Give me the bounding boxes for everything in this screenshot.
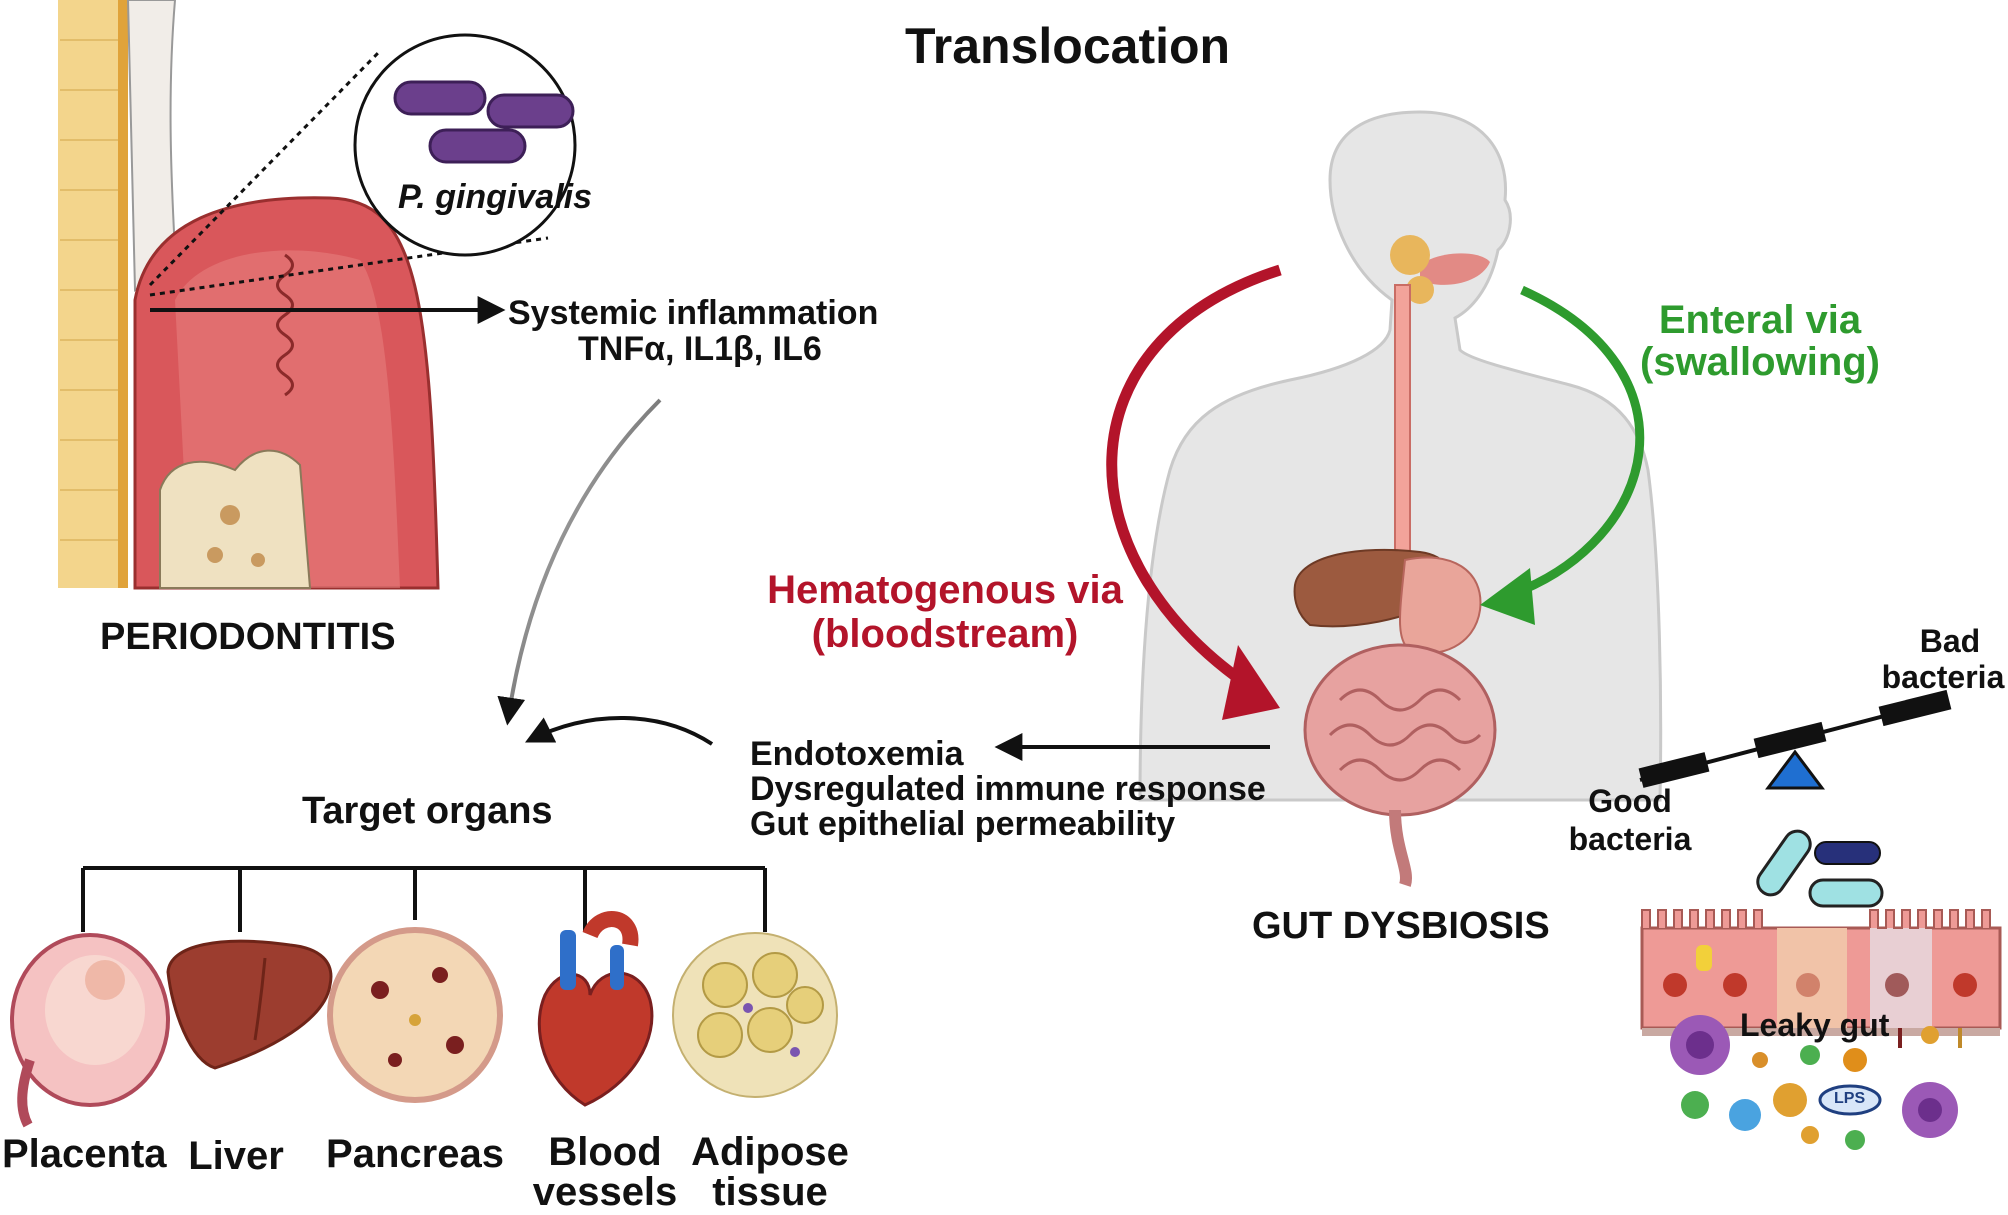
good-bacteria-label-1: Good xyxy=(1588,783,1672,819)
bad-bacteria-label-2: bacteria xyxy=(1881,659,2005,695)
enteral-label-2: (swallowing) xyxy=(1640,340,1880,384)
balance-beam-left xyxy=(1638,752,1710,788)
immune-cells xyxy=(1670,1015,1962,1150)
esophagus xyxy=(1394,284,1411,559)
balance-beam-mid xyxy=(1753,721,1827,759)
enteral-arrowhead xyxy=(1480,568,1535,625)
tooth-root xyxy=(58,0,120,588)
liver-icon xyxy=(166,939,333,1070)
arrow-inflammation-to-organs xyxy=(497,398,662,726)
organ-label-pancreas: Pancreas xyxy=(326,1132,504,1176)
bad-bacteria-label-1: Bad xyxy=(1919,623,1981,659)
bacterium-label: P. gingivalis xyxy=(398,178,593,216)
inflammation-label-2: TNFα, IL1β, IL6 xyxy=(578,330,822,368)
leaky-gut-illustration xyxy=(1640,829,2002,1150)
pancreas-icon xyxy=(327,927,503,1103)
bacteria-zoom xyxy=(148,33,577,297)
organ-label-liver: Liver xyxy=(188,1134,284,1178)
adipose-icon xyxy=(672,932,838,1098)
balance-fulcrum xyxy=(1765,749,1825,790)
effect-immune-response: Dysregulated immune response xyxy=(750,770,1266,808)
enteral-arrow xyxy=(1508,285,1645,600)
gut-dysbiosis-label: GUT DYSBIOSIS xyxy=(1252,905,1550,947)
hematogenous-arrowhead xyxy=(1222,645,1280,720)
placenta-icon xyxy=(10,933,170,1128)
organ-tree xyxy=(81,866,767,932)
good-bacteria-label-2: bacteria xyxy=(1568,821,1692,857)
heart-icon xyxy=(537,911,654,1107)
human-body xyxy=(1138,110,1663,887)
bad-bacterium-icon xyxy=(1814,841,1881,865)
balance-beam-right xyxy=(1878,689,1952,727)
organ-label-adipose-tissue: Adipose tissue xyxy=(691,1130,849,1214)
hematogenous-arrow xyxy=(1106,264,1282,695)
target-organs-heading: Target organs xyxy=(302,790,553,832)
page-title: Translocation xyxy=(905,18,1231,74)
stomach xyxy=(1399,556,1482,655)
mouth-cavity xyxy=(1420,253,1490,285)
periodontitis-label: PERIODONTITIS xyxy=(100,616,396,658)
enteral-label-1: Enteral via xyxy=(1658,298,1862,342)
arrow-gut-to-organs xyxy=(524,716,714,746)
organ-label-blood-vessels: Blood vessels xyxy=(532,1130,678,1214)
hematogenous-label-2: (bloodstream) xyxy=(811,612,1079,656)
organ-label-placenta: Placenta xyxy=(2,1132,167,1176)
good-bacterium-icon xyxy=(1756,829,1812,897)
p-gingivalis-icon xyxy=(393,80,575,164)
lps-label: LPS xyxy=(1834,1090,1866,1107)
leaky-gut-label: Leaky gut xyxy=(1740,1007,1890,1043)
balance-scale xyxy=(1638,689,1952,790)
effect-endotoxemia: Endotoxemia xyxy=(750,735,964,773)
hematogenous-label-1: Hematogenous via xyxy=(767,568,1123,612)
inflammation-label-1: Systemic inflammation xyxy=(508,294,879,332)
effect-permeability: Gut epithelial permeability xyxy=(750,805,1176,843)
